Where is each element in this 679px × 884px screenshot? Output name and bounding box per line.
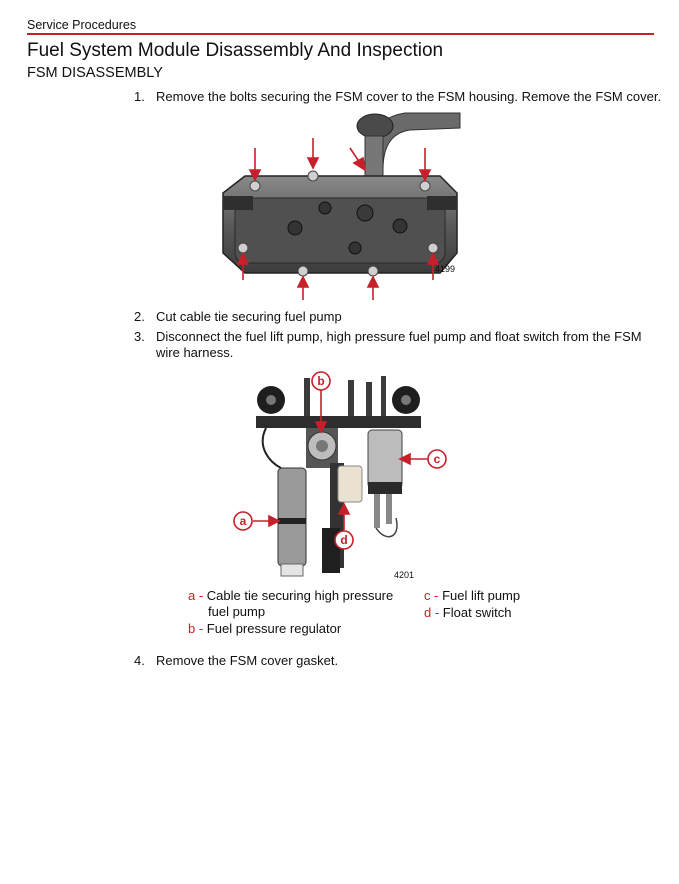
legend-item-d: d - Float switch [424, 605, 624, 621]
figure-fsm-cover: 4199 [215, 108, 465, 303]
section-subtitle: FSM DISASSEMBLY [27, 65, 163, 81]
step-number: 2. [134, 309, 145, 324]
callout-a-label: a [240, 514, 247, 528]
figure-number: 4201 [394, 570, 415, 580]
callout-d-label: d [340, 533, 347, 547]
page-title: Fuel System Module Disassembly And Inspe… [27, 40, 444, 61]
callout-b-label: b [317, 374, 324, 388]
legend-item-b: b - Fuel pressure regulator [188, 621, 408, 637]
callout-d [334, 530, 354, 550]
step-text: Cut cable tie securing fuel pump [156, 309, 342, 324]
fsm-cover-illustration [222, 112, 461, 300]
step-text-continued: wire harness. [156, 345, 234, 360]
legend-key: b - [188, 621, 204, 636]
figure-fsm-components: b c a d 4201 [226, 368, 456, 583]
legend-text-continued: fuel pump [208, 604, 266, 619]
section-label: Service Procedures [27, 18, 137, 32]
legend-text: Float switch [442, 605, 512, 620]
legend-item-a: a - Cable tie securing high pressure fue… [188, 588, 408, 620]
step-number: 3. [134, 329, 145, 344]
step-text: Remove the FSM cover gasket. [156, 653, 339, 668]
legend-text: Cable tie securing high pressure [206, 588, 394, 603]
step-text: Remove the bolts securing the FSM cover … [156, 89, 662, 104]
figure-number: 4199 [435, 264, 456, 274]
step-number: 1. [134, 89, 145, 104]
fsm-components-illustration: b c a d [233, 371, 447, 577]
callout-b [311, 371, 331, 391]
legend-key: d - [424, 605, 440, 620]
step-number: 4. [134, 653, 145, 668]
callout-c [427, 449, 447, 469]
legend-text: Fuel lift pump [442, 588, 521, 603]
header-rule [27, 33, 654, 35]
callout-c-label: c [434, 452, 441, 466]
legend-item-c: c - Fuel lift pump [424, 588, 624, 604]
step-text: Disconnect the fuel lift pump, high pres… [156, 329, 642, 344]
legend-key: c - [424, 588, 439, 603]
legend-key: a - [188, 588, 204, 603]
callout-a [233, 511, 253, 531]
legend-text: Fuel pressure regulator [206, 621, 342, 636]
